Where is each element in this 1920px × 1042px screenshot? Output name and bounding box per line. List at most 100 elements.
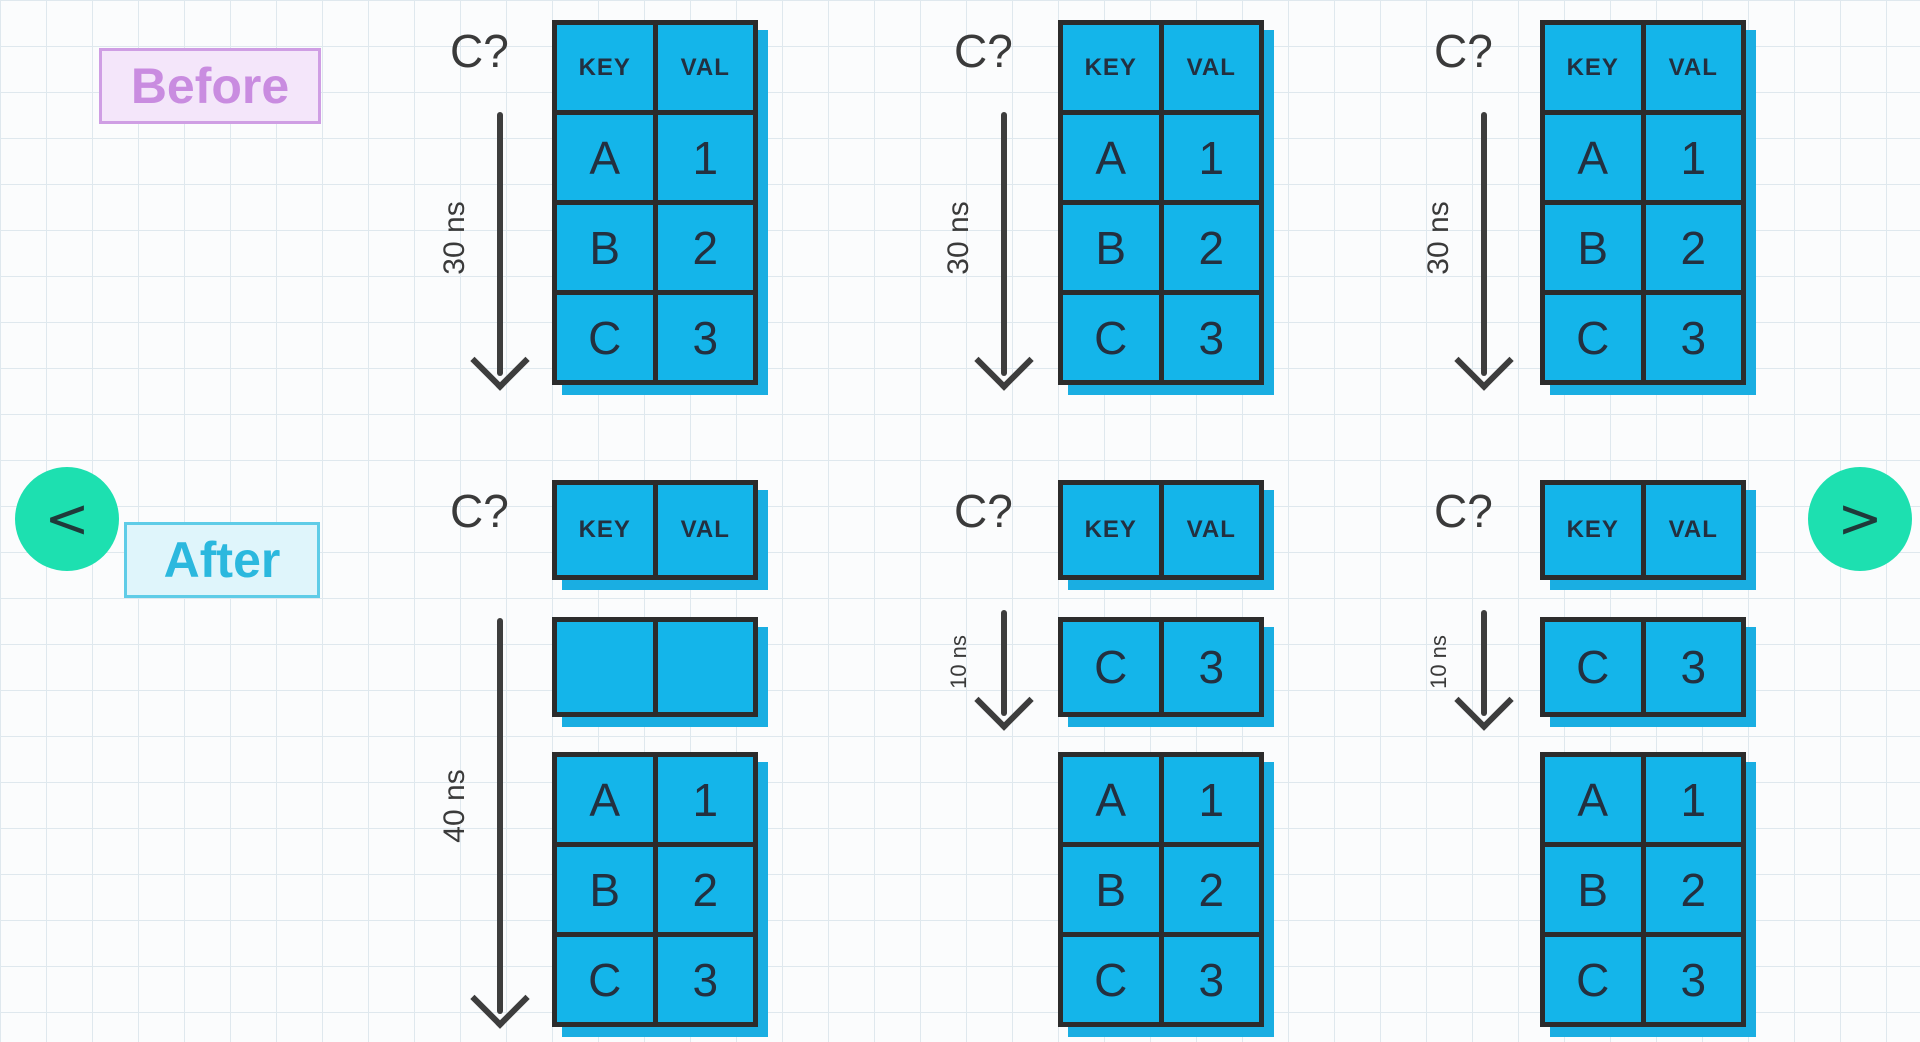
key-cell: A [1540,752,1646,847]
table-row [552,617,758,717]
value-cell: 1 [1640,752,1746,847]
key-cell [552,617,658,717]
cache-table [552,617,758,717]
latency-label: 10 ns [946,634,971,689]
query-label: C? [450,485,509,537]
arrow-shaft [1481,112,1487,376]
val-header: VAL [1158,480,1264,580]
val-header: VAL [1640,20,1746,115]
arrow-head [470,331,530,391]
value-cell: 2 [1158,842,1264,937]
key-cell: B [552,842,658,937]
next-slide-button[interactable]: > [1808,467,1912,571]
value-cell: 1 [1640,110,1746,205]
arrow-shaft [1481,610,1487,716]
key-cell: C [1540,932,1646,1027]
key-cell: B [1058,842,1164,937]
key-cell: A [1058,752,1164,847]
key-cell: A [552,752,658,847]
value-cell: 2 [1640,200,1746,295]
key-cell: C [1540,617,1646,717]
query-label: C? [1434,485,1493,537]
latency-arrow: 30 ns [438,112,545,391]
latency-arrow: 30 ns [942,112,1049,391]
key-cell: A [1058,110,1164,205]
key-header: KEY [552,20,658,115]
query-label: C? [450,25,509,77]
value-cell: 2 [1640,842,1746,937]
latency-label: 30 ns [438,201,471,275]
key-cell: C [552,932,658,1027]
key-header: KEY [1058,480,1164,580]
value-cell: 3 [652,290,758,385]
key-cell: C [1058,290,1164,385]
val-header: VAL [652,20,758,115]
key-cell: C [1058,617,1164,717]
value-cell: 1 [1158,752,1264,847]
value-cell: 1 [1158,110,1264,205]
query-label: C? [954,485,1013,537]
key-cell: A [1540,110,1646,205]
key-cell: B [1540,842,1646,937]
value-cell: 3 [1158,617,1264,717]
value-cell [652,617,758,717]
arrow-head [1454,671,1514,731]
latency-arrow: 40 ns [438,618,545,1029]
previous-slide-button[interactable]: < [15,467,119,571]
query-label: C? [954,25,1013,77]
key-cell: B [1058,200,1164,295]
latency-label: 30 ns [942,201,975,275]
value-cell: 3 [1158,932,1264,1027]
arrow-head [470,969,530,1029]
arrow-shaft [497,112,503,376]
before-label: Before [99,48,321,124]
value-cell: 2 [1158,200,1264,295]
arrow-shaft [1001,610,1007,716]
arrow-head [1454,331,1514,391]
arrow-shaft [497,618,503,1014]
value-cell: 3 [1640,290,1746,385]
val-header: VAL [652,480,758,580]
query-label: C? [1434,25,1493,77]
value-cell: 1 [652,110,758,205]
key-cell: B [552,200,658,295]
key-header: KEY [552,480,658,580]
value-cell: 3 [652,932,758,1027]
after-label: After [124,522,320,598]
latency-label: 30 ns [1422,201,1455,275]
latency-label: 10 ns [1426,634,1451,689]
key-cell: B [1540,200,1646,295]
value-cell: 3 [1640,932,1746,1027]
latency-label: 40 ns [438,769,471,843]
